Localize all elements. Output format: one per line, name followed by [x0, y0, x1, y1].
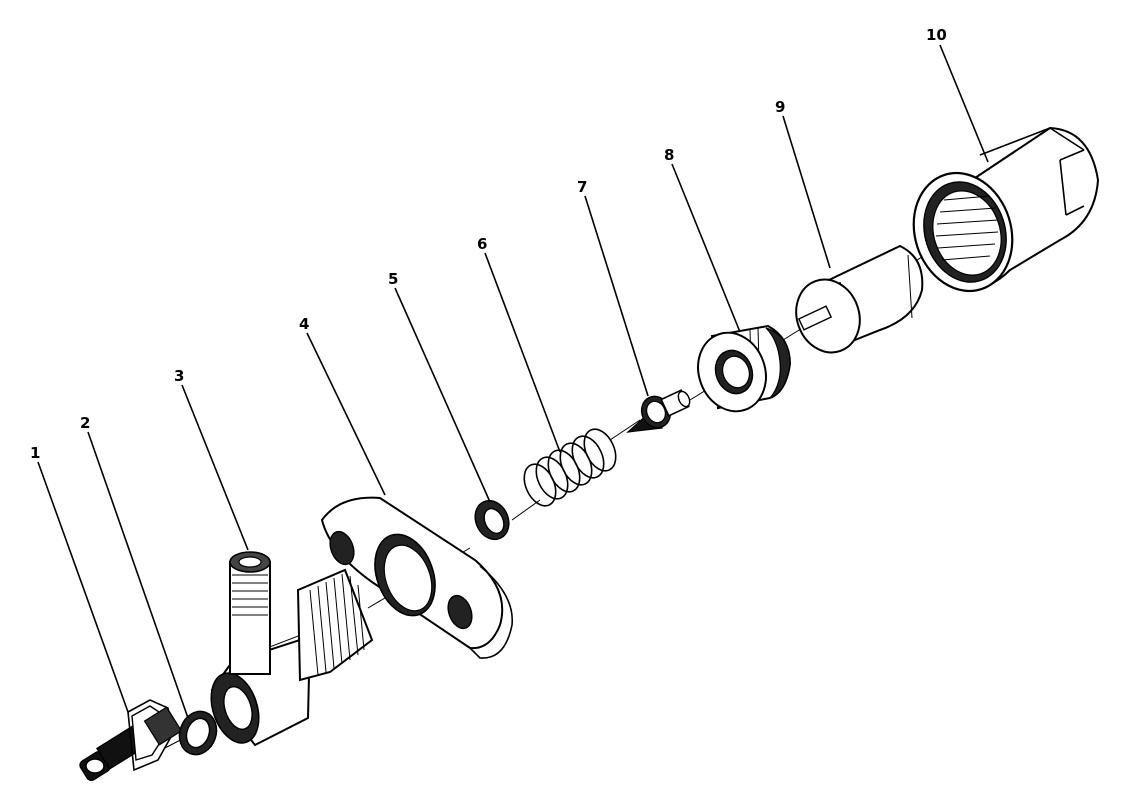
callout-9: 9 — [775, 98, 785, 116]
part-2-washer-icon — [178, 710, 218, 756]
callout-1: 1 — [30, 444, 40, 462]
part-10-cap-nut-icon — [912, 126, 1100, 293]
part-7-valve-icon — [626, 389, 691, 433]
leader-line-4 — [306, 332, 386, 496]
callout-6: 6 — [477, 235, 487, 253]
threads-icon — [309, 573, 365, 676]
callout-7: 7 — [577, 178, 587, 196]
callout-2: 2 — [80, 414, 90, 432]
part-9-plunger-icon — [795, 244, 924, 354]
part-8-seat-icon — [697, 324, 792, 413]
leader-line-2 — [87, 431, 189, 719]
leader-line-7 — [584, 195, 649, 397]
leader-line-1 — [37, 461, 129, 713]
leader-line-3 — [181, 384, 249, 551]
leader-line-5 — [394, 287, 491, 503]
leader-line-8 — [671, 163, 741, 333]
leader-line-6 — [484, 252, 561, 453]
leader-line-9 — [782, 115, 831, 269]
leader-line-10 — [939, 44, 989, 163]
part-4-flange-gasket-icon — [320, 496, 513, 659]
callout-10: 10 — [926, 26, 947, 44]
part-3-elbow-body-icon — [210, 551, 374, 747]
part-5-ring-icon — [474, 499, 510, 541]
callout-3: 3 — [174, 367, 184, 385]
internal-threads-icon — [935, 195, 999, 261]
callout-labels: 1 2 3 4 5 6 7 8 9 10 — [30, 26, 947, 462]
part-6-spring-icon — [523, 428, 617, 507]
part-1-fitting-icon — [79, 699, 183, 782]
callout-8: 8 — [664, 146, 674, 164]
callout-4: 4 — [299, 315, 309, 333]
leader-lines — [37, 44, 989, 719]
callout-5: 5 — [388, 270, 398, 288]
